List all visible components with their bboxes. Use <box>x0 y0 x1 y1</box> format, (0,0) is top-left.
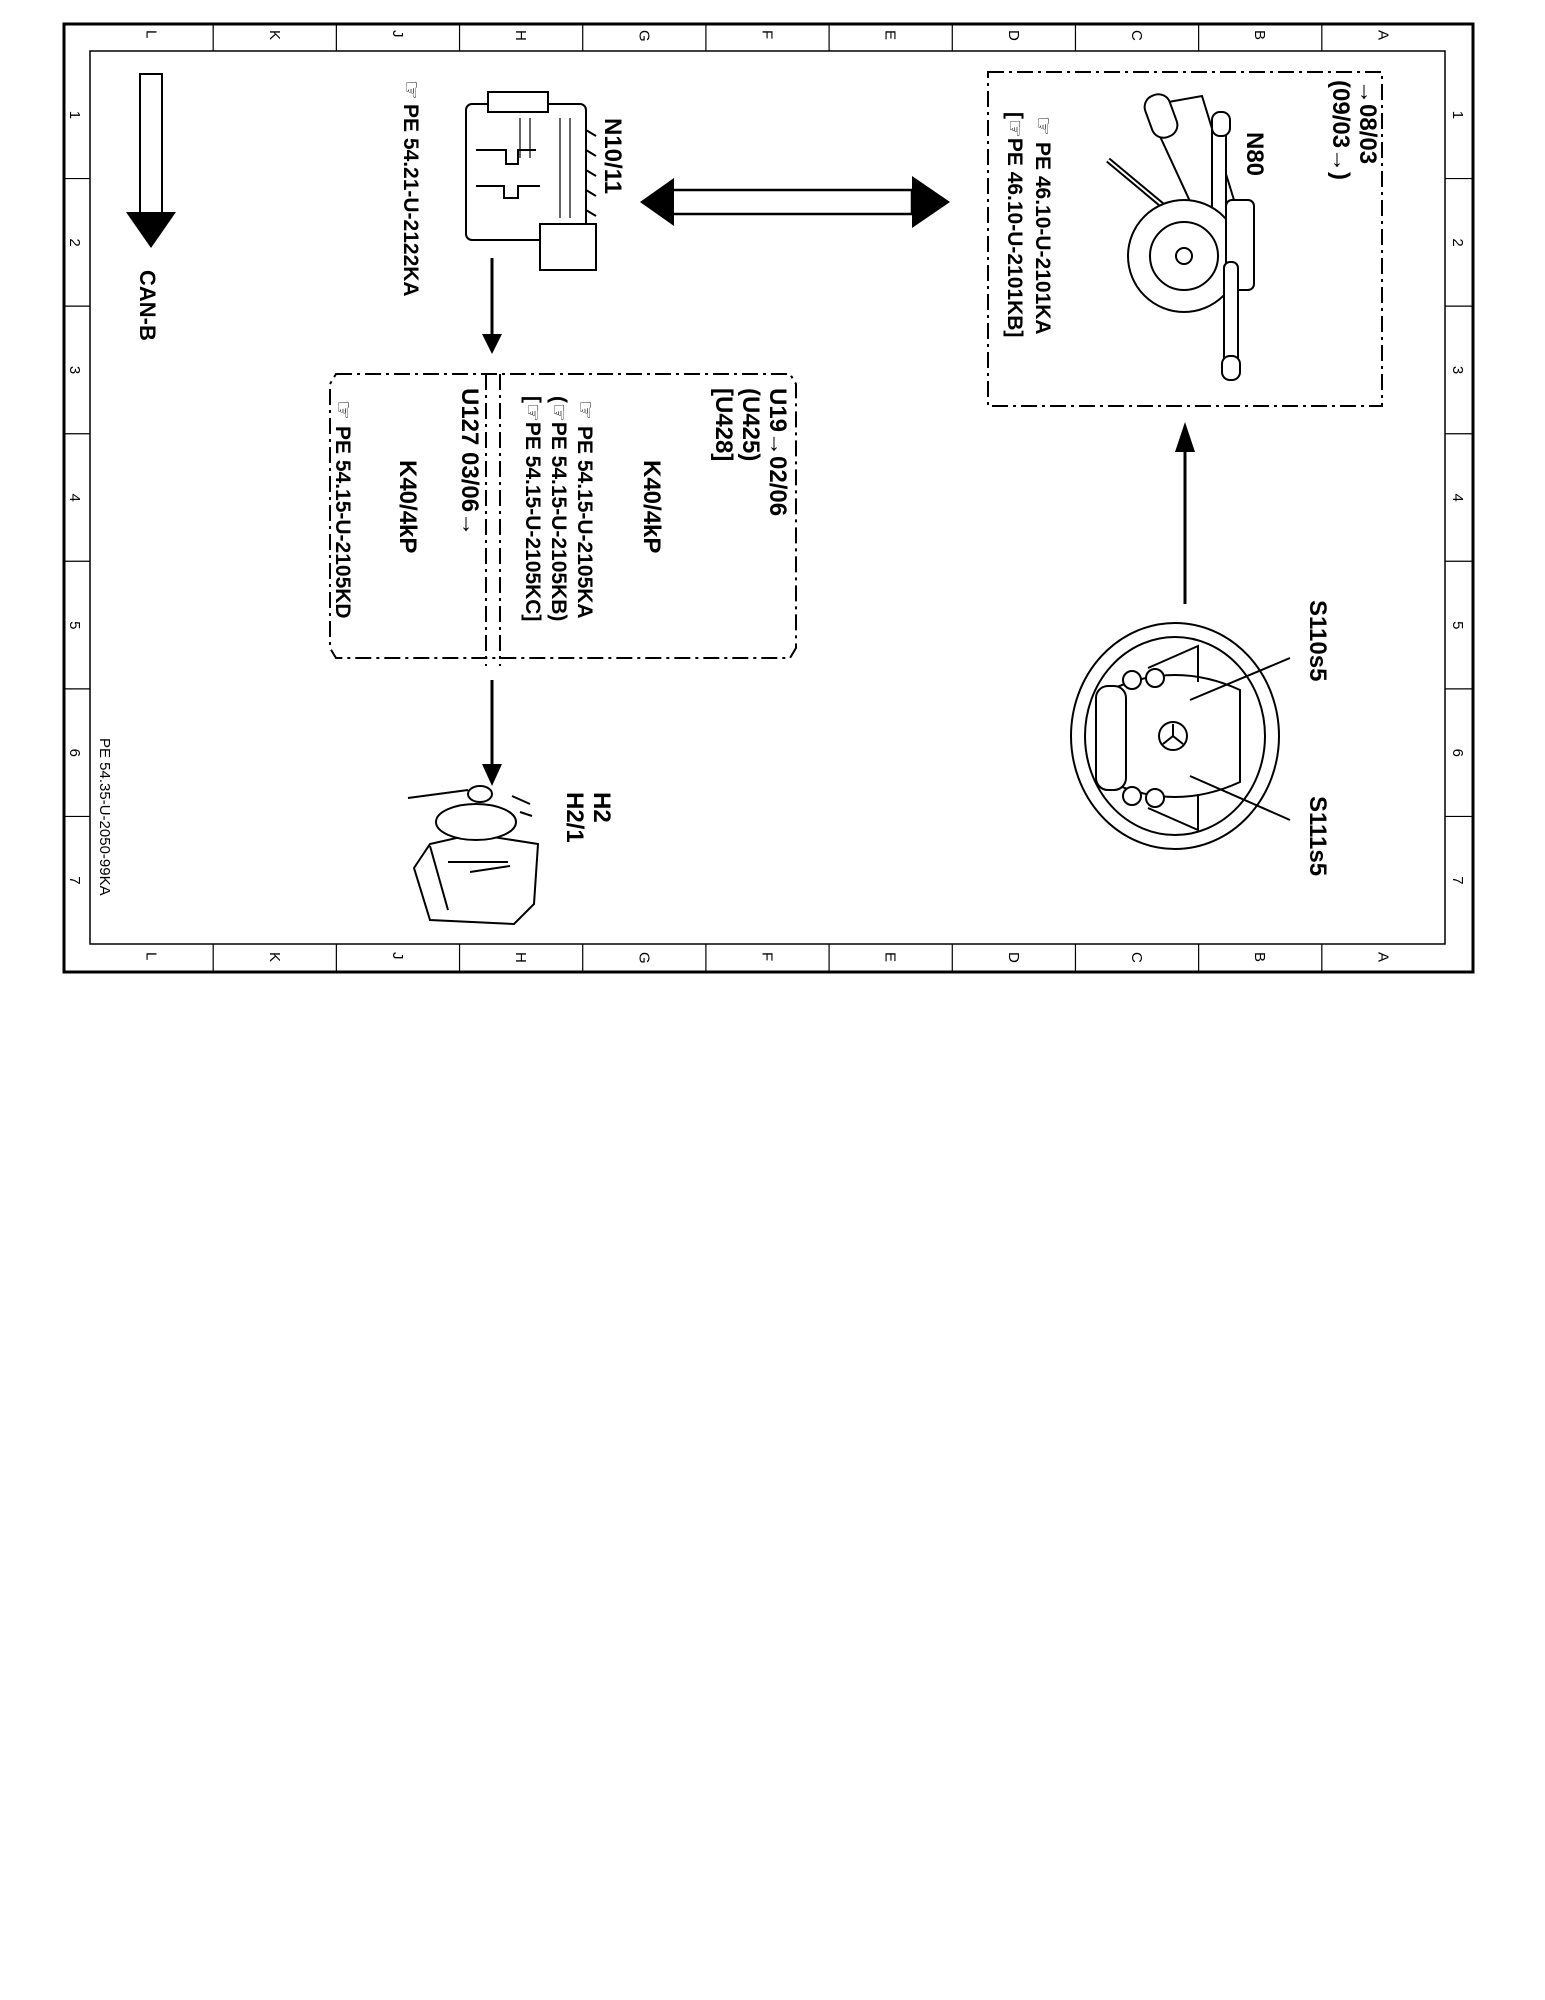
wiring-diagram: L L K K J J H H G G F F E E D D C C B B A A 1 1 2 2 3 3 4 4 5 5 6 6 7 7 PE … <box>62 22 1475 974</box>
k40-b-reference-icon: ☞ <box>331 400 356 420</box>
k40-a-reference-icon: ☞ <box>573 400 598 420</box>
frame-column-label: F <box>759 30 776 39</box>
n10-module: N10/11 ☞ PE 54.21-U-2122KA <box>399 80 626 297</box>
can-bus-arrow-icon <box>126 212 176 248</box>
k40-b-models: U127 03/06→ <box>456 388 483 536</box>
frame-column-label: D <box>1005 30 1022 41</box>
n80-validity-2: (09/03→) <box>1327 80 1354 180</box>
frame-row-label: 7 <box>1449 876 1466 884</box>
k40-group-a: U19→02/06 (U425) [U428] K40/4kP ☞ PE 54.… <box>521 388 791 621</box>
frame-column-label: L <box>143 952 160 960</box>
k40-a-code: K40/4kP <box>638 460 665 553</box>
frame-column-label: D <box>1005 952 1022 963</box>
n10-to-k40-arrow <box>482 258 502 354</box>
k40-a-models-1: U19→02/06 <box>764 388 791 516</box>
frame-column-label: J <box>389 952 406 960</box>
frame-row-label: 3 <box>66 366 83 374</box>
horn-icon <box>407 785 540 926</box>
frame-column-label: A <box>1374 30 1391 40</box>
diagram-frame: L L K K J J H H G G F F E E D D C C B B A A 1 1 2 2 3 3 4 4 5 5 6 6 7 7 PE … <box>62 22 1475 974</box>
n80-group: →08/03 (09/03→) N80 ☞ PE 46.10-U-2101KA … <box>987 71 1383 407</box>
frame-row-label: 1 <box>1449 111 1466 119</box>
k40-a-reference-1: PE 54.15-U-2105KA <box>573 426 596 619</box>
frame-row-label: 6 <box>66 749 83 757</box>
frame-row-label: 1 <box>66 111 83 119</box>
k40-a-models-2: (U425) <box>737 388 764 461</box>
frame-column-label: A <box>1374 952 1391 962</box>
switch-s110s5: S110s5 <box>1304 600 1331 681</box>
n10-code: N10/11 <box>599 118 626 194</box>
k40-a-reference-2: (☞PE 54.15-U-2105KB) <box>547 396 570 621</box>
k40-to-horn-arrow <box>482 680 502 786</box>
frame-column-label: L <box>143 30 160 38</box>
can-bus-label: CAN-B <box>135 270 160 341</box>
k40-bracket <box>329 373 797 666</box>
n80-reference-icon: ☞ <box>1031 116 1056 136</box>
steering-wheel-group: S110s5 S111s5 <box>1070 600 1331 876</box>
wiring-diagram-sheet: L L K K J J H H G G F F E E D D C C B B A A 1 1 2 2 3 3 4 4 5 5 6 6 7 7 PE … <box>62 22 1475 974</box>
n80-reference-2: [☞PE 46.10-U-2101KB] <box>1003 112 1026 337</box>
n80-reference-1: PE 46.10-U-2101KA <box>1031 142 1054 335</box>
frame-column-label: C <box>1128 952 1145 963</box>
frame-row-label: 2 <box>1449 238 1466 246</box>
frame-column-label: C <box>1128 30 1145 41</box>
k40-b-reference: PE 54.15-U-2105KD <box>331 426 354 619</box>
n80-validity-1: →08/03 <box>1354 80 1381 164</box>
frame-column-label: K <box>266 952 283 962</box>
frame-column-label: H <box>512 952 529 963</box>
k40-a-models-3: [U428] <box>710 388 737 461</box>
horn-code-2: H2/1 <box>561 792 588 843</box>
drawing-id: PE 54.35-U-2050-99KA <box>96 738 113 896</box>
steering-wheel-icon <box>1070 622 1280 850</box>
frame-row-label: 4 <box>66 494 83 502</box>
frame-column-label: B <box>1251 952 1268 962</box>
frame-column-label: J <box>389 30 406 38</box>
frame-column-label: H <box>512 30 529 41</box>
wheel-to-n80-arrow <box>1175 422 1195 604</box>
can-link-arrow <box>640 176 950 228</box>
frame-column-label: E <box>882 30 899 40</box>
frame-column-label: E <box>882 952 899 962</box>
frame-row-label: 5 <box>1449 621 1466 629</box>
steering-column-switch-icon <box>1106 93 1255 381</box>
frame-row-label: 4 <box>1449 494 1466 502</box>
horn-code-1: H2 <box>588 792 615 823</box>
n10-reference: PE 54.21-U-2122KA <box>399 104 422 297</box>
frame-column-label: G <box>635 952 652 964</box>
frame-row-label: 5 <box>66 621 83 629</box>
sam-module-icon <box>465 91 597 271</box>
frame-column-label: B <box>1251 30 1268 40</box>
n10-reference-icon: ☞ <box>399 80 424 100</box>
frame-row-label: 3 <box>1449 366 1466 374</box>
frame-column-label: G <box>635 30 652 42</box>
switch-s111s5: S111s5 <box>1304 796 1331 876</box>
k40-a-reference-3: [☞PE 54.15-U-2105KC] <box>521 396 544 621</box>
frame-row-label: 6 <box>1449 749 1466 757</box>
frame-column-label: F <box>759 952 776 961</box>
frame-column-label: K <box>266 30 283 40</box>
k40-group-b: U127 03/06→ K40/4kP ☞ PE 54.15-U-2105KD <box>331 388 483 619</box>
k40-b-code: K40/4kP <box>394 460 421 553</box>
horn-group: H2 H2/1 <box>407 785 615 926</box>
can-bus-legend: CAN-B <box>126 73 176 341</box>
n80-code: N80 <box>1241 132 1268 176</box>
frame-row-label: 2 <box>66 238 83 246</box>
frame-row-label: 7 <box>66 876 83 884</box>
